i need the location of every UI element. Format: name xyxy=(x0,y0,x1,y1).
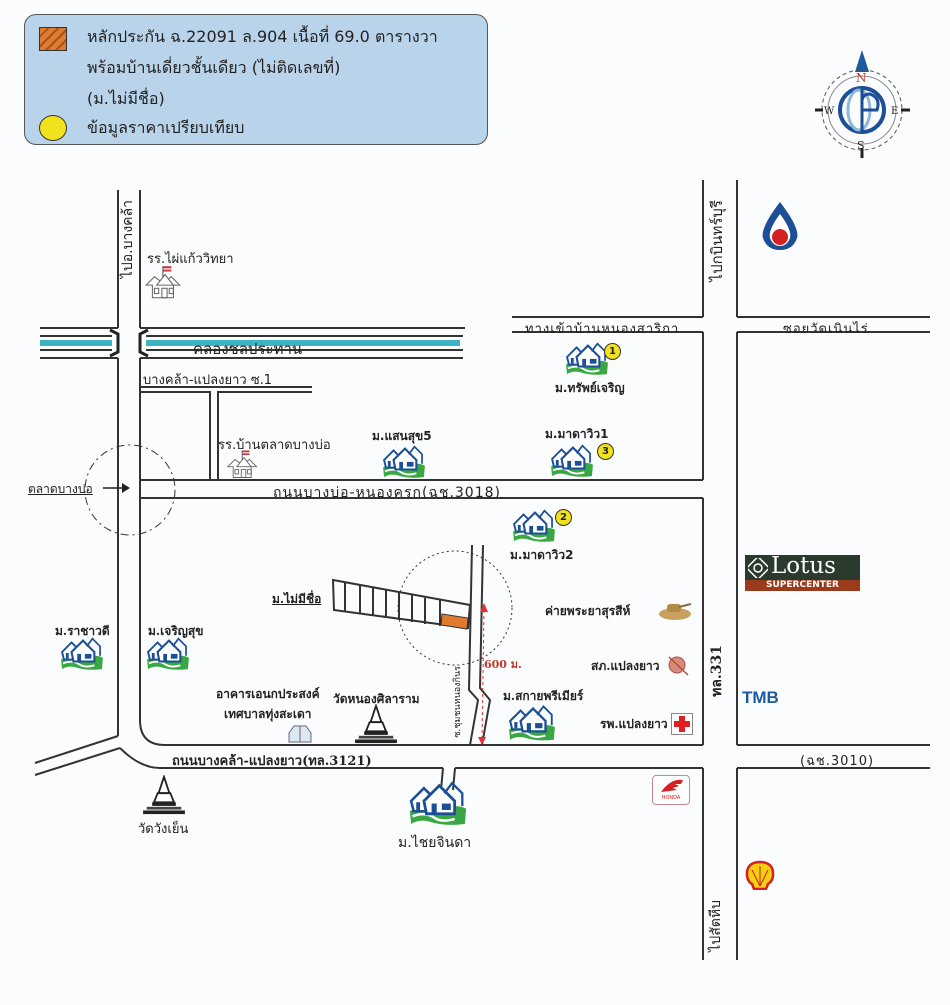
label-charoensuk: ม.เจริญสุข xyxy=(148,624,204,638)
road-label-rt331: ทล.331 xyxy=(709,645,725,697)
school-icon xyxy=(144,264,186,300)
label-hall-line1: อาคารเอนกประสงค์ xyxy=(216,687,320,701)
comparable-swatch xyxy=(39,115,67,141)
label-sakai-premier: ม.สกายพรีเมียร์ xyxy=(503,689,584,703)
label-chaichinda: ม.ไชยจินดา xyxy=(398,835,472,851)
label-hall-line2: เทศบาลทุ่งสะเดา xyxy=(224,707,312,721)
tmb-logo: TMB xyxy=(742,688,779,707)
road-label-nong-sarika: ทางเข้าบ้านหนองสาริกา xyxy=(525,322,680,337)
building-icon xyxy=(288,725,312,743)
shell-logo-icon xyxy=(745,860,775,890)
road-label-to-kabin-buri: ไปกบินทร์บุรี xyxy=(708,200,726,282)
compass-s: S xyxy=(857,139,865,152)
housing-icon xyxy=(58,633,106,671)
legend-box: หลักประกัน ฉ.22091 ล.904 เนื้อที่ 69.0 ต… xyxy=(24,14,488,145)
canal-label: คลองชลประทาน xyxy=(193,340,303,358)
lotus-flower-icon xyxy=(748,558,768,578)
road-label-bang-bo: ถนนบางบ่อ-หนองครก(ฉช.3018) xyxy=(273,485,501,501)
road-label-soi-chumchon: ซ.ชุมชนหนองกินร xyxy=(453,666,463,738)
comparable-marker-1: 1 xyxy=(604,343,621,360)
label-madaview1: ม.มาดาวิว1 xyxy=(545,427,609,441)
legend-collateral-line2: พร้อมบ้านเดี่ยวชั้นเดียว (ไม่ติดเลขที่) xyxy=(87,58,341,77)
road-label-bang-khla-plaeng-yao: ถนนบางคล้า-แปลงยาว(ทล.3121) xyxy=(172,754,372,769)
lotus-logo: Lotus SUPERCENTER xyxy=(745,553,860,591)
temple-icon xyxy=(140,775,188,815)
compass-w: W xyxy=(824,106,835,117)
legend-comparable: ข้อมูลราคาเปรียบเทียบ xyxy=(87,118,245,137)
lotus-text: Lotus xyxy=(771,553,836,579)
housing-icon xyxy=(510,505,558,543)
housing-icon xyxy=(548,440,596,478)
legend-collateral-line3: (ม.ไม่มีชื่อ) xyxy=(87,89,165,108)
road-label-to-sattahip: ไปสัตหีบ xyxy=(708,900,724,952)
label-school-phai-kaeo: รร.ไผ่แก้ววิทยา xyxy=(147,252,234,267)
label-police: สภ.แปลงยาว xyxy=(591,659,660,673)
label-wat-wang-yen: วัดวังเย็น xyxy=(138,822,189,837)
housing-icon xyxy=(406,775,470,827)
label-madaview2: ม.มาดาวิว2 xyxy=(510,548,574,562)
ptt-logo-icon xyxy=(762,202,798,250)
road-label-wat-noen-rai: ซอยวัดเนินไร่ xyxy=(783,322,869,337)
housing-icon xyxy=(506,700,558,742)
school-icon xyxy=(226,448,262,480)
label-saensuk5: ม.แสนสุข5 xyxy=(372,429,432,443)
hospital-cross-icon xyxy=(671,713,693,735)
road-label-to-bang-khla: ไปอ.บางคล้า xyxy=(120,200,136,279)
housing-icon xyxy=(380,441,428,479)
housing-icon xyxy=(563,338,611,376)
label-rachawadee: ม.ราชาวดี xyxy=(55,624,110,638)
comparable-marker-2: 2 xyxy=(555,509,572,526)
label-sapcharoen: ม.ทรัพย์เจริญ xyxy=(555,381,625,395)
housing-icon xyxy=(144,633,192,671)
collateral-swatch xyxy=(39,27,67,51)
lotus-subtext: SUPERCENTER xyxy=(745,580,860,591)
label-wat-nong-sila: วัดหนองศิลาราม xyxy=(333,692,420,706)
road-label-chs3010: (ฉช.3010) xyxy=(800,754,875,769)
honda-logo: HONDA xyxy=(652,775,690,805)
label-distance: 600 ม. xyxy=(484,658,522,671)
police-badge-icon xyxy=(668,656,689,676)
label-talat-bang-bo: ตลาดบางบ่อ xyxy=(28,482,93,496)
label-hospital: รพ.แปลงยาว xyxy=(600,717,668,731)
comparable-marker-3: 3 xyxy=(597,443,614,460)
honda-text: HONDA xyxy=(661,795,681,801)
label-mai-mi-chue: ม.ไม่มีชื่อ xyxy=(272,592,322,606)
compass-rose-icon: N S W E xyxy=(815,50,910,158)
compass-n: N xyxy=(856,71,867,85)
label-school-talat-bang-bo: รร.บ้านตลาดบางบ่อ xyxy=(218,438,331,453)
compass-e: E xyxy=(891,106,898,117)
temple-icon xyxy=(352,704,400,744)
road-label-soi1: บางคล้า-แปลงยาว ซ.1 xyxy=(143,373,273,388)
honda-wing-icon xyxy=(661,779,683,792)
legend-collateral-line1: หลักประกัน ฉ.22091 ล.904 เนื้อที่ 69.0 ต… xyxy=(87,27,438,46)
label-camp: ค่ายพระยาสุรสีห์ xyxy=(545,604,631,618)
tank-icon xyxy=(659,603,692,620)
